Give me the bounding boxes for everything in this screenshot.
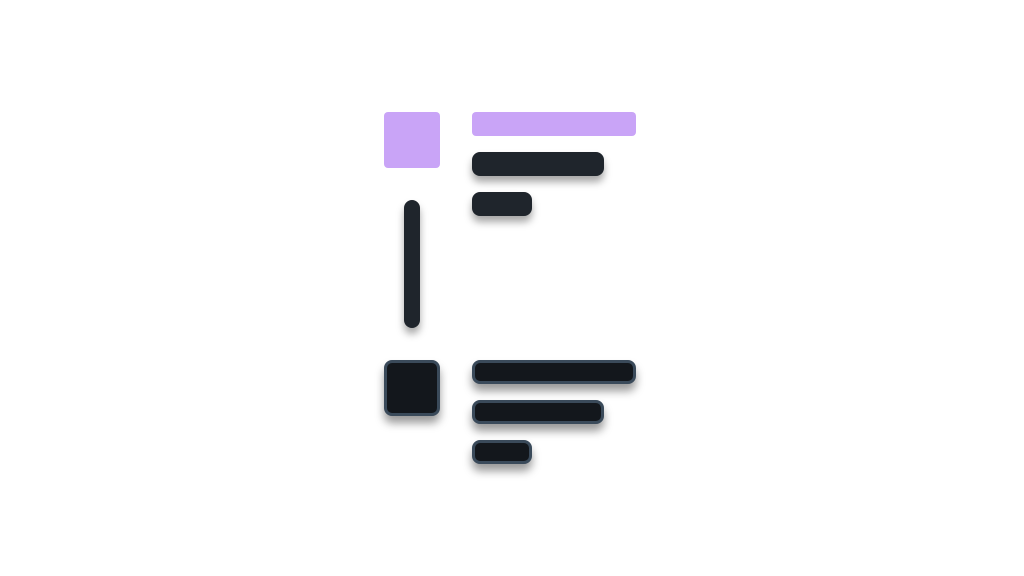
accent-avatar-placeholder bbox=[384, 112, 440, 168]
text-line-placeholder bbox=[472, 192, 532, 216]
outlined-avatar-placeholder bbox=[384, 360, 440, 416]
outlined-line-placeholder bbox=[472, 360, 636, 384]
accent-title-bar bbox=[472, 112, 636, 136]
text-line-placeholder bbox=[472, 152, 604, 176]
vertical-connector-bar bbox=[404, 200, 420, 328]
outlined-line-placeholder bbox=[472, 400, 604, 424]
outlined-line-placeholder bbox=[472, 440, 532, 464]
